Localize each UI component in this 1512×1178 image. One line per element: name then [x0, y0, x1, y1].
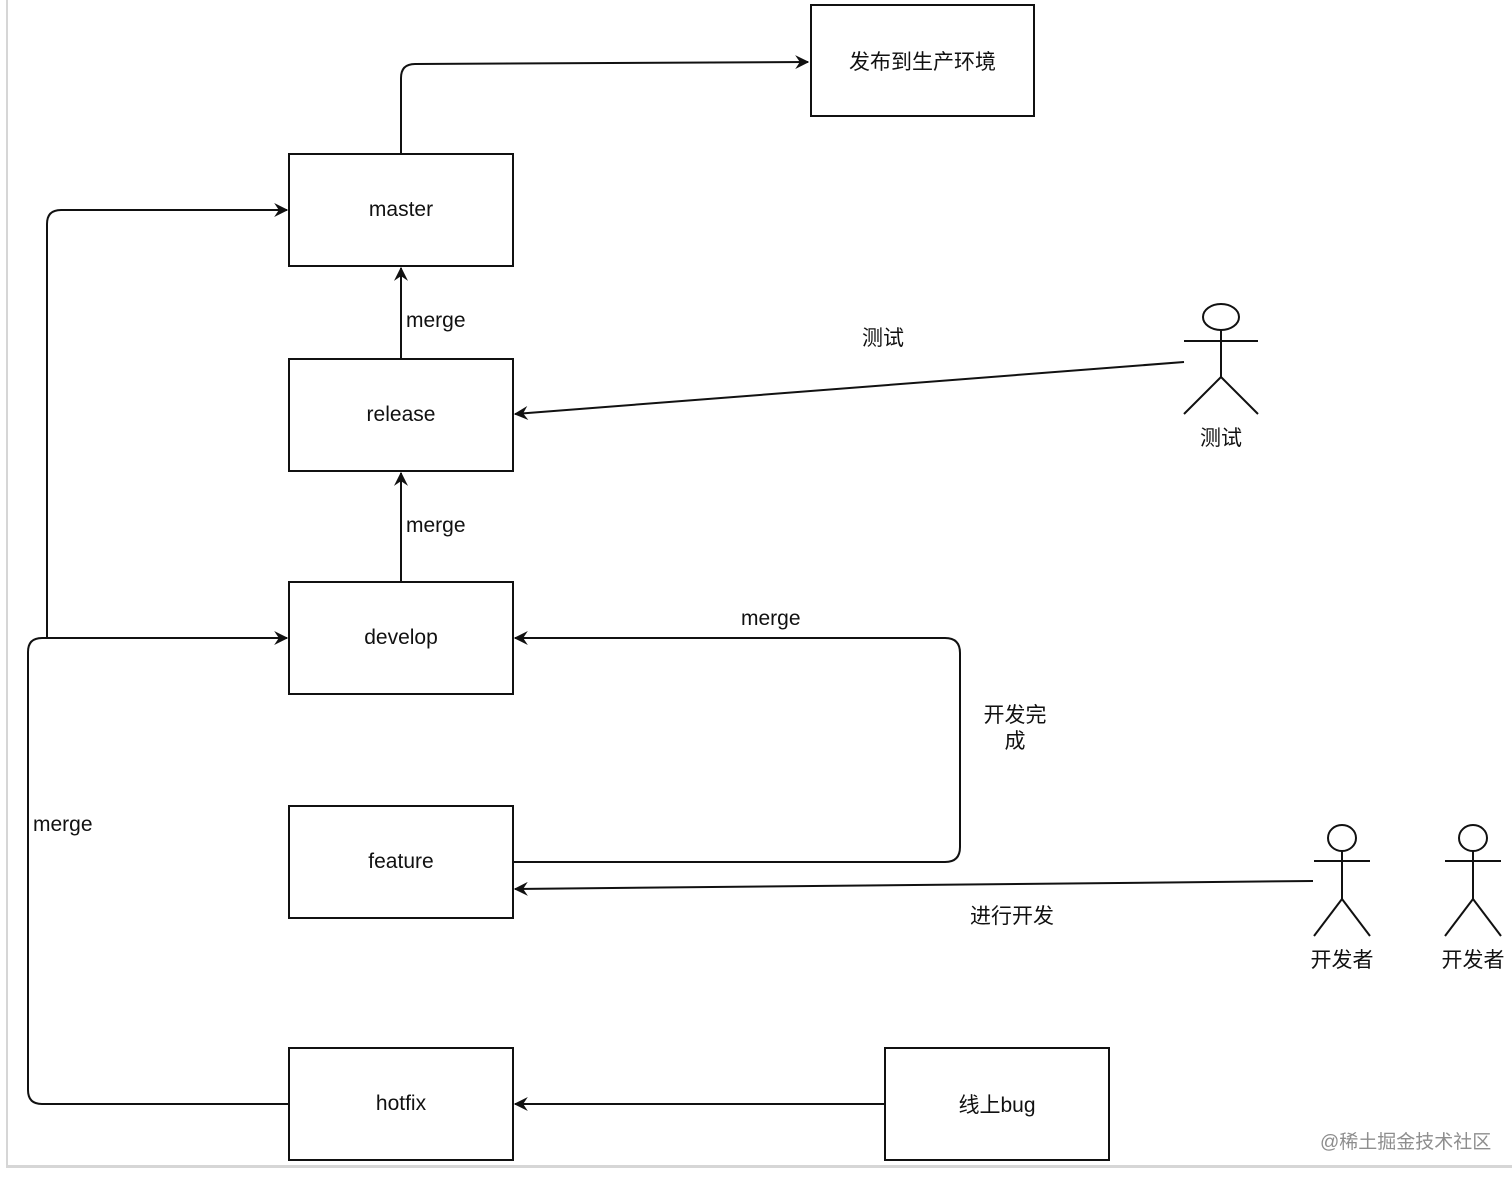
- edge-label-tester-to-release: 测试: [862, 327, 904, 350]
- edge-hotfix-to-develop: [27, 631, 289, 1105]
- edge-label-dev-done: 开发完 成: [975, 703, 1055, 756]
- feature-node: feature: [288, 805, 514, 919]
- edge-label-hotfix-merge: merge: [33, 813, 93, 836]
- developer-actor-icon: [1313, 824, 1371, 937]
- online-bug-node: 线上bug: [884, 1047, 1110, 1161]
- master-label: master: [368, 198, 434, 221]
- tester-actor-label: 测试: [1200, 427, 1242, 450]
- hotfix-label: hotfix: [375, 1092, 427, 1115]
- online-bug-label: 线上bug: [958, 1094, 1036, 1117]
- canvas-left-border: [6, 0, 8, 1168]
- hotfix-node: hotfix: [288, 1047, 514, 1161]
- edge-master-to-production: [400, 55, 810, 154]
- developer-actor-label: 开发者: [1310, 949, 1374, 972]
- edge-label-dev-done-line2: 成: [1004, 730, 1026, 754]
- edge-developer-to-feature: [513, 880, 1314, 896]
- watermark-text: @稀土掘金技术社区: [1320, 1132, 1492, 1153]
- release-node: release: [288, 358, 514, 472]
- develop-label: develop: [364, 626, 438, 649]
- canvas-bottom-border: [6, 1165, 1512, 1168]
- master-node: master: [288, 153, 514, 267]
- edge-label-dev-done-line1: 开发完: [983, 704, 1047, 727]
- tester-actor-icon: [1183, 303, 1259, 415]
- edge-feature-to-develop: [513, 631, 961, 863]
- edge-label-release-to-master: merge: [406, 309, 466, 332]
- production-label: 发布到生产环境: [849, 50, 996, 74]
- developer-actor-label: 开发者: [1441, 949, 1505, 972]
- edge-label-develop-to-release: merge: [406, 514, 466, 537]
- production-node: 发布到生产环境: [810, 4, 1035, 117]
- develop-node: develop: [288, 581, 514, 695]
- release-label: release: [366, 403, 436, 426]
- edge-label-developer-to-feature: 进行开发: [970, 905, 1054, 928]
- edge-tester-to-release: [513, 361, 1185, 420]
- edge-label-feature-to-develop: merge: [741, 607, 801, 630]
- feature-label: feature: [368, 850, 434, 873]
- developer-actor-icon: [1444, 824, 1502, 937]
- edge-hotfix-to-master: [46, 203, 289, 638]
